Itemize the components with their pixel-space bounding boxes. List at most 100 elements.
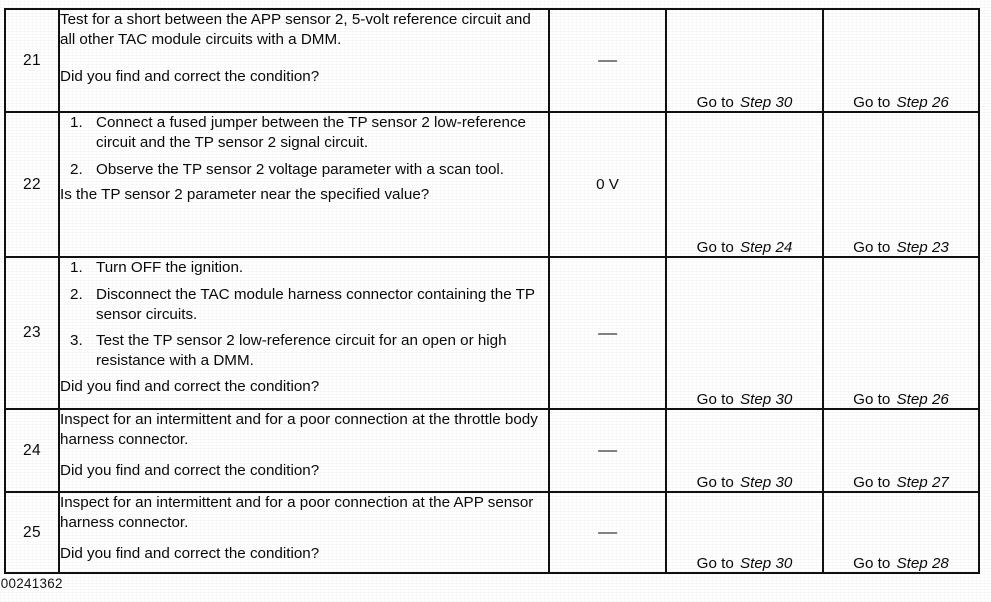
list-item-text: Test the TP sensor 2 low-reference circu…: [96, 332, 507, 369]
step-yes-cell: Go to Step 30: [665, 408, 824, 493]
goto-prefix: Go to: [853, 555, 895, 572]
step-no-cell: Go to Step 26: [822, 256, 980, 410]
step-number: 22: [22, 175, 42, 193]
diagnostic-steps-table: 21 Test for a short between the APP sens…: [4, 8, 980, 574]
list-item: 2. Observe the TP sensor 2 voltage parame…: [60, 160, 548, 180]
goto-prefix: Go to: [853, 94, 895, 111]
list-item-text: Turn OFF the ignition.: [96, 259, 244, 276]
step-number-cell: 21: [4, 8, 60, 113]
value-dash: —: [598, 524, 617, 541]
document-id-footer: -00241362: [0, 576, 63, 591]
goto-step-target: Step 30: [740, 391, 793, 408]
step-number-cell: 24: [4, 408, 60, 493]
goto-step-target: Step 27: [896, 474, 949, 491]
action-text: Inspect for an intermittent and for a po…: [60, 494, 534, 531]
step-yes-cell: Go to Step 30: [665, 256, 824, 410]
action-question: Is the TP sensor 2 parameter near the sp…: [60, 186, 430, 204]
step-value-cell: 0 V: [548, 111, 667, 258]
goto-prefix: Go to: [696, 555, 738, 572]
goto-prefix: Go to: [853, 474, 895, 491]
spacer: [60, 50, 548, 67]
goto-reference-yes: Go to Step 30: [697, 391, 793, 408]
goto-reference-yes: Go to Step 30: [697, 474, 793, 491]
list-item-number: 2.: [70, 160, 83, 178]
goto-step-target: Step 24: [740, 239, 793, 256]
step-value-cell: —: [548, 256, 667, 410]
goto-step-target: Step 30: [740, 94, 793, 111]
table-body: 21 Test for a short between the APP sens…: [4, 8, 980, 574]
action-question: Did you find and correct the condition?: [60, 377, 320, 395]
list-item: 1. Connect a fused jumper between the TP …: [60, 113, 548, 153]
action-question: Did you find and correct the condition?: [60, 461, 320, 479]
step-number: 21: [22, 51, 42, 69]
action-step-list: 1. Connect a fused jumper between the TP …: [60, 113, 548, 179]
goto-reference-no: Go to Step 26: [853, 391, 949, 408]
action-question: Did you find and correct the condition?: [60, 544, 320, 562]
list-item: 2. Disconnect the TAC module harness conn…: [60, 285, 548, 325]
action-text: Test for a short between the APP sensor …: [60, 11, 531, 48]
list-item-number: 3.: [70, 332, 83, 350]
value-dash: —: [598, 324, 617, 342]
goto-reference-yes: Go to Step 30: [697, 555, 793, 572]
goto-step-target: Step 26: [896, 391, 949, 408]
spacer: [60, 450, 548, 461]
step-action-cell: 1. Connect a fused jumper between the TP …: [58, 111, 550, 258]
step-no-cell: Go to Step 26: [822, 8, 980, 113]
list-item-text: Observe the TP sensor 2 voltage paramete…: [96, 160, 505, 178]
step-action-cell: Inspect for an intermittent and for a po…: [58, 491, 550, 574]
value-text: 0 V: [596, 176, 619, 193]
list-item: 3. Test the TP sensor 2 low-reference cir…: [60, 331, 548, 371]
step-action-cell: 1. Turn OFF the ignition. 2. Disconnect th…: [58, 256, 550, 410]
step-number: 24: [22, 441, 42, 459]
list-item: 1. Turn OFF the ignition.: [60, 258, 548, 278]
step-action-cell: Inspect for an intermittent and for a po…: [58, 408, 550, 493]
goto-step-target: Step 30: [740, 555, 793, 572]
step-value-cell: —: [548, 8, 667, 113]
goto-step-target: Step 28: [896, 555, 949, 572]
action-text: Inspect for an intermittent and for a po…: [60, 411, 538, 448]
list-item-text: Disconnect the TAC module harness connec…: [96, 285, 535, 323]
goto-prefix: Go to: [696, 94, 738, 111]
step-action-cell: Test for a short between the APP sensor …: [58, 8, 550, 113]
goto-reference-no: Go to Step 28: [853, 555, 949, 572]
action-step-list: 1. Turn OFF the ignition. 2. Disconnect th…: [60, 258, 548, 371]
list-item-number: 1.: [70, 259, 83, 276]
table-row: 25 Inspect for an intermittent and for a…: [4, 491, 980, 574]
goto-step-target: Step 26: [896, 94, 949, 111]
value-dash: —: [598, 52, 617, 69]
goto-reference-no: Go to Step 27: [853, 474, 949, 491]
goto-prefix: Go to: [696, 239, 738, 256]
goto-prefix: Go to: [696, 474, 738, 491]
list-item-text: Connect a fused jumper between the TP se…: [96, 114, 526, 151]
goto-step-target: Step 30: [740, 474, 793, 491]
goto-step-target: Step 23: [896, 239, 949, 256]
table-row: 23 1. Turn OFF the ignition. 2. Disconnect…: [4, 256, 980, 410]
spacer: [60, 533, 548, 544]
goto-reference-no: Go to Step 26: [853, 94, 949, 111]
step-value-cell: —: [548, 491, 667, 574]
table-row: 22 1. Connect a fused jumper between the …: [4, 111, 980, 258]
step-number: 25: [22, 523, 42, 541]
list-item-number: 1.: [70, 114, 83, 131]
value-dash: —: [598, 442, 617, 459]
step-number-cell: 22: [4, 111, 60, 258]
step-yes-cell: Go to Step 24: [665, 111, 824, 258]
table-row: 21 Test for a short between the APP sens…: [4, 8, 980, 113]
step-number-cell: 25: [4, 491, 60, 574]
goto-prefix: Go to: [696, 391, 738, 408]
list-item-number: 2.: [70, 285, 83, 303]
goto-prefix: Go to: [853, 239, 895, 256]
goto-reference-no: Go to Step 23: [853, 239, 949, 256]
goto-prefix: Go to: [853, 391, 895, 408]
step-number: 23: [22, 324, 42, 341]
step-no-cell: Go to Step 27: [822, 408, 980, 493]
goto-reference-yes: Go to Step 24: [697, 239, 793, 256]
goto-reference-yes: Go to Step 30: [697, 94, 793, 111]
step-value-cell: —: [548, 408, 667, 493]
table-row: 24 Inspect for an intermittent and for a…: [4, 408, 980, 493]
action-question: Did you find and correct the condition?: [60, 67, 320, 85]
step-no-cell: Go to Step 23: [822, 111, 980, 258]
step-yes-cell: Go to Step 30: [665, 491, 824, 574]
step-number-cell: 23: [4, 256, 60, 410]
